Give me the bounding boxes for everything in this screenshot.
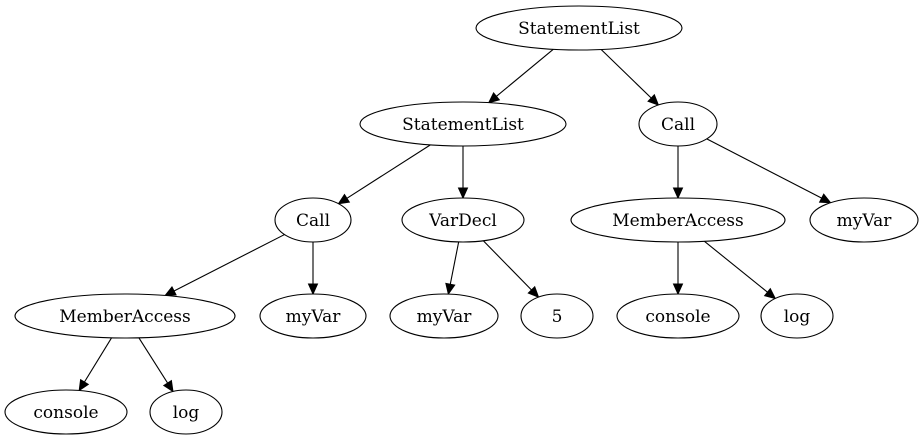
edge-n4-n7 xyxy=(307,242,319,296)
tree-node-call: Call xyxy=(638,101,718,147)
arrowhead-icon xyxy=(307,283,319,296)
edge-n5-n8 xyxy=(445,241,460,296)
node-ellipse xyxy=(760,293,834,339)
tree-node-console: console xyxy=(616,293,740,339)
node-ellipse xyxy=(4,389,128,435)
edge-line xyxy=(346,144,431,199)
node-label: StatementList xyxy=(518,19,640,39)
edge-n12-n14 xyxy=(672,242,684,296)
edge-n3-n13 xyxy=(706,138,832,204)
node-ellipse xyxy=(389,293,499,339)
arrowhead-icon xyxy=(78,378,90,392)
arrowhead-icon xyxy=(457,187,469,200)
node-ellipse xyxy=(14,293,236,339)
arrowhead-icon xyxy=(527,285,540,298)
edge-line xyxy=(496,48,554,97)
tree-node-myvar: myVar xyxy=(809,197,919,243)
tree-node-5: 5 xyxy=(520,293,594,339)
tree-node-call: Call xyxy=(274,197,352,243)
node-label: log xyxy=(173,403,200,423)
node-ellipse xyxy=(475,5,683,51)
node-ellipse xyxy=(520,293,594,339)
node-label: log xyxy=(784,307,811,327)
edge-line xyxy=(704,240,768,293)
edge-n6-n11 xyxy=(138,337,174,393)
node-label: 5 xyxy=(552,307,563,327)
node-label: myVar xyxy=(286,307,342,327)
node-label: Call xyxy=(661,115,695,135)
edge-line xyxy=(706,138,822,199)
node-ellipse xyxy=(638,101,718,147)
edge-n2-n5 xyxy=(457,146,469,200)
node-ellipse xyxy=(259,293,367,339)
edge-line xyxy=(138,337,169,384)
node-label: myVar xyxy=(417,307,473,327)
arrowhead-icon xyxy=(763,287,777,300)
tree-node-console: console xyxy=(4,389,128,435)
node-ellipse xyxy=(570,197,786,243)
tree-node-vardecl: VarDecl xyxy=(401,197,525,243)
arrowhead-icon xyxy=(337,193,351,205)
edge-line xyxy=(482,240,532,291)
node-label: VarDecl xyxy=(428,211,497,231)
node-ellipse xyxy=(359,101,567,147)
edge-n4-n6 xyxy=(164,234,285,297)
arrowhead-icon xyxy=(647,93,660,106)
tree-node-statementlist: StatementList xyxy=(475,5,683,51)
edge-line xyxy=(83,337,113,383)
node-ellipse xyxy=(401,197,525,243)
tree-node-statementlist: StatementList xyxy=(359,101,567,147)
node-label: MemberAccess xyxy=(612,211,743,231)
arrowhead-icon xyxy=(487,91,501,104)
edge-line xyxy=(173,234,285,292)
node-ellipse xyxy=(149,389,223,435)
arrowhead-icon xyxy=(672,283,684,296)
arrowhead-icon xyxy=(445,282,456,296)
edges-layer xyxy=(78,48,832,393)
tree-node-memberaccess: MemberAccess xyxy=(570,197,786,243)
arrowhead-icon xyxy=(164,286,177,297)
tree-node-myvar: myVar xyxy=(389,293,499,339)
edge-line xyxy=(600,49,652,99)
node-label: MemberAccess xyxy=(59,307,190,327)
node-ellipse xyxy=(616,293,740,339)
node-label: console xyxy=(33,403,98,423)
node-ellipse xyxy=(274,197,352,243)
edge-n2-n4 xyxy=(337,144,431,205)
node-ellipse xyxy=(809,197,919,243)
arrowhead-icon xyxy=(162,379,174,393)
tree-node-log: log xyxy=(149,389,223,435)
arrowhead-icon xyxy=(818,193,832,204)
edge-n5-n9 xyxy=(482,240,540,298)
node-label: StatementList xyxy=(402,115,524,135)
tree-node-memberaccess: MemberAccess xyxy=(14,293,236,339)
arrowhead-icon xyxy=(672,187,684,200)
edge-n3-n12 xyxy=(672,146,684,200)
tree-node-myvar: myVar xyxy=(259,293,367,339)
edge-line xyxy=(449,241,460,285)
edge-n12-n15 xyxy=(704,240,777,300)
node-label: Call xyxy=(296,211,330,231)
tree-node-log: log xyxy=(760,293,834,339)
node-label: console xyxy=(645,307,710,327)
edge-n6-n10 xyxy=(78,337,113,392)
edge-n1-n3 xyxy=(600,49,660,106)
edge-n1-n2 xyxy=(487,48,554,104)
node-label: myVar xyxy=(837,211,893,231)
